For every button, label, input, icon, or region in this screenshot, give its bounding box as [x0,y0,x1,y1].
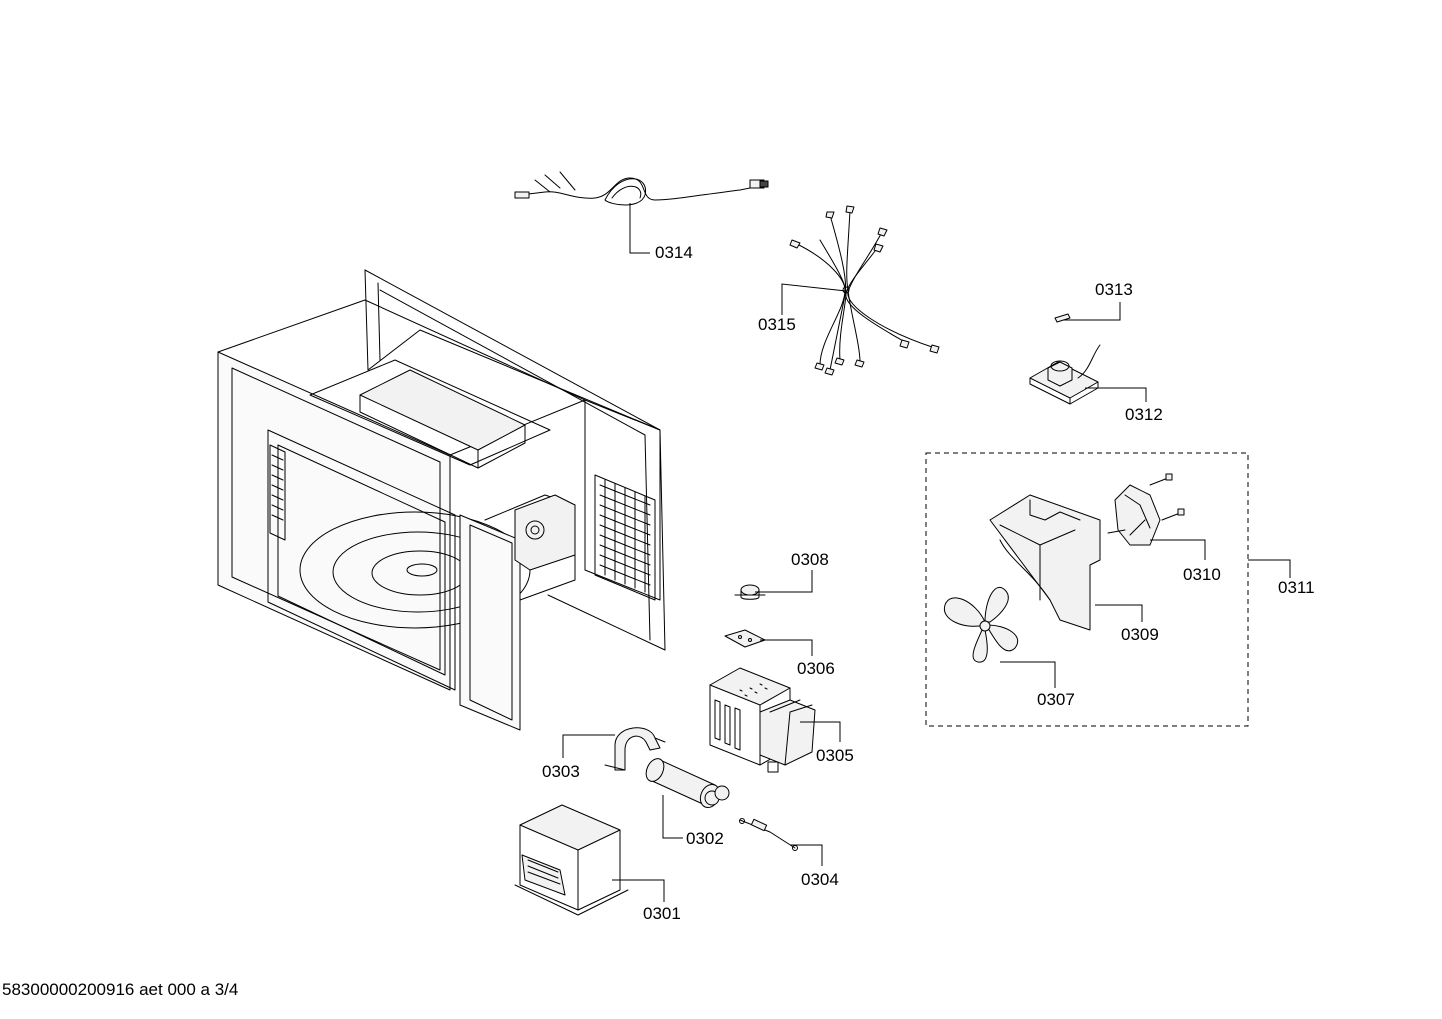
callout-0308: 0308 [791,550,829,569]
hv-transformer-drawing [514,804,629,916]
callout-labels: 0314 0315 0313 0312 0310 0311 0309 0307 … [542,243,1315,923]
callout-0307: 0307 [1037,690,1075,709]
callout-0305: 0305 [816,746,854,765]
capacitor-clamp-drawing [604,727,666,771]
side-mesh [594,474,656,601]
vent-left-grid [269,444,286,541]
hv-capacitor-drawing [645,758,730,809]
callout-0314: 0314 [655,243,693,262]
fuse-drawing [1054,313,1071,323]
thermostat-drawing [734,584,766,600]
callout-0302: 0302 [686,829,724,848]
callout-0306: 0306 [797,659,835,678]
callout-0313: 0313 [1095,280,1133,299]
hv-diode-drawing [739,818,798,851]
callout-0304: 0304 [801,870,839,889]
callout-0301: 0301 [643,904,681,923]
wiring-harness-drawing [789,205,940,376]
callout-0310: 0310 [1183,565,1221,584]
callout-0303: 0303 [542,762,580,781]
fan-assembly-drawing [943,473,1185,663]
document-id-footer: 58300000200916 aet 000 a 3/4 [2,980,239,999]
magnetron-drawing [709,667,816,773]
callout-0315: 0315 [758,315,796,334]
callout-0309: 0309 [1121,625,1159,644]
leader-lines [562,203,1291,902]
callout-0311: 0311 [1278,578,1315,597]
power-cord-drawing [514,171,769,206]
filter-board-drawing [1029,344,1101,405]
oven-housing-drawing [217,269,666,731]
fan-assembly-box [925,452,1249,727]
bracket-plate-drawing [724,629,766,648]
callout-0312: 0312 [1125,405,1163,424]
